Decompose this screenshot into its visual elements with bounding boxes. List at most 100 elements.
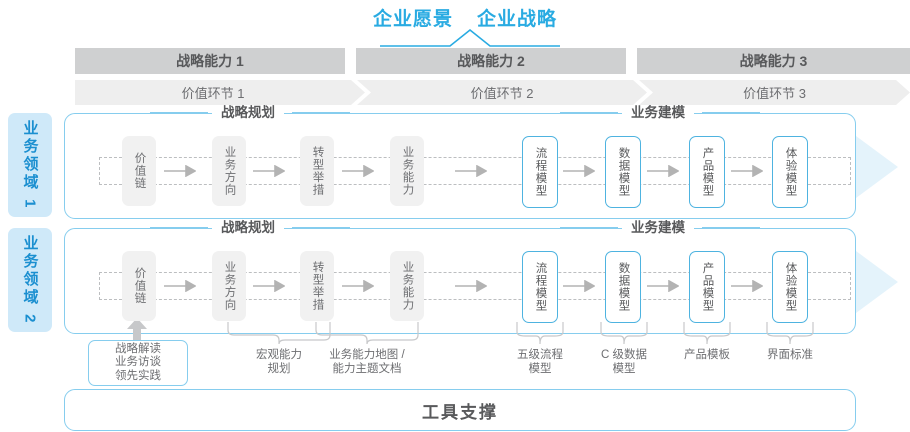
top-title-group: 企业愿景 企业战略 — [300, 4, 630, 30]
brace-icon — [766, 322, 814, 344]
up-arrow-icon — [127, 318, 147, 344]
value-chain-row: 价值环节 1 价值环节 2 价值环节 3 — [75, 80, 910, 105]
node-label: 转型举措 — [311, 146, 324, 196]
section-line-left-1 — [150, 112, 208, 114]
node-label: 转型举措 — [311, 261, 324, 311]
arrow-icon — [455, 165, 487, 177]
value-chain-label-1: 价值环节 1 — [181, 86, 245, 101]
capability-label-2: 战略能力 2 — [457, 53, 525, 69]
node-label: 流程模型 — [534, 147, 547, 197]
value-chain-label-2: 价值环节 2 — [470, 86, 534, 101]
capability-label-1: 战略能力 1 — [176, 53, 244, 69]
node-business-capability-2[interactable]: 业务能力 — [390, 251, 424, 321]
node-transformation-2[interactable]: 转型举措 — [300, 251, 334, 321]
node-value-chain-2[interactable]: 价值链 — [122, 251, 156, 321]
node-label: 价值链 — [133, 267, 146, 305]
brace-icon — [683, 322, 731, 344]
section-line-left-2 — [560, 112, 618, 114]
node-data-model-2[interactable]: 数据模型 — [605, 251, 641, 323]
node-business-capability-1[interactable]: 业务能力 — [390, 136, 424, 206]
section-line-left-4 — [560, 227, 618, 229]
node-label: 产品模型 — [701, 262, 714, 312]
label-line-1: 界面标准 — [767, 349, 813, 361]
capability-bar-row: 战略能力 1 战略能力 2 战略能力 3 — [75, 48, 910, 74]
section-line-right-3 — [292, 227, 350, 229]
footer-label: 工具支撑 — [422, 402, 498, 422]
node-business-direction-2[interactable]: 业务方向 — [212, 251, 246, 321]
node-label: 流程模型 — [534, 262, 547, 312]
brace-icon — [315, 322, 419, 344]
section-title-modeling-2: 业务建模 — [622, 220, 694, 236]
label-line-1: 业务能力地图 / — [329, 349, 405, 361]
dashed-band-1 — [99, 157, 851, 185]
capability-label-3: 战略能力 3 — [739, 53, 808, 69]
title-enterprise-vision: 企业愿景 — [372, 8, 453, 30]
section-line-right-2 — [702, 112, 760, 114]
dashed-band-2 — [99, 272, 851, 300]
node-label: 数据模型 — [617, 147, 630, 197]
node-transformation-1[interactable]: 转型举措 — [300, 136, 334, 206]
label-line-2: 规划 — [267, 363, 291, 375]
section-title-planning-2: 战略规划 — [212, 220, 284, 236]
arrow-icon — [455, 280, 487, 292]
domain-label-1: 业务领域 1 — [21, 119, 39, 211]
node-label: 体验模型 — [784, 147, 797, 197]
node-data-model-1[interactable]: 数据模型 — [605, 136, 641, 208]
node-label: 价值链 — [133, 152, 146, 190]
label-line-2: 模型 — [612, 363, 636, 375]
value-chain-bar-2[interactable]: 价值环节 2 — [357, 80, 647, 105]
tool-box-line-1: 战略解读 — [115, 342, 161, 355]
bottom-label-ui-standard: 界面标准 — [750, 348, 830, 362]
value-chain-bar-3[interactable]: 价值环节 3 — [639, 80, 910, 105]
bottom-label-capability-map: 业务能力地图 / 能力主题文档 — [307, 348, 427, 376]
capability-bar-3[interactable]: 战略能力 3 — [637, 48, 910, 74]
label-line-1: C 级数据 — [601, 349, 647, 361]
section-line-right-1 — [292, 112, 350, 114]
sidebar-item-domain-2[interactable]: 业务领域 2 — [8, 228, 52, 332]
node-experience-model-1[interactable]: 体验模型 — [772, 136, 808, 208]
node-label: 业务方向 — [223, 146, 236, 196]
node-label: 产品模型 — [701, 147, 714, 197]
capability-bar-2[interactable]: 战略能力 2 — [356, 48, 626, 74]
section-line-left-3 — [150, 227, 208, 229]
bottom-label-product-template: 产品模板 — [667, 348, 747, 362]
brace-icon — [227, 322, 331, 344]
node-product-model-1[interactable]: 产品模型 — [689, 136, 725, 208]
capability-bar-1[interactable]: 战略能力 1 — [75, 48, 345, 74]
arrow-icon — [647, 280, 679, 292]
tool-box-line-2: 业务访谈 — [115, 356, 161, 369]
value-chain-label-3: 价值环节 3 — [743, 86, 806, 101]
label-line-2: 能力主题文档 — [332, 363, 402, 375]
arrow-icon — [342, 165, 374, 177]
brace-icon — [600, 322, 648, 344]
peak-connector-icon — [380, 28, 560, 47]
node-experience-model-2[interactable]: 体验模型 — [772, 251, 808, 323]
title-enterprise-strategy: 企业战略 — [477, 8, 558, 30]
arrow-icon — [253, 280, 285, 292]
label-line-1: 五级流程 — [517, 349, 563, 361]
tool-box-line-3: 领先实践 — [115, 369, 161, 382]
bottom-label-data-model: C 级数据 模型 — [584, 348, 664, 376]
node-value-chain-1[interactable]: 价值链 — [122, 136, 156, 206]
value-chain-bar-1[interactable]: 价值环节 1 — [75, 80, 365, 105]
section-line-right-4 — [702, 227, 760, 229]
node-label: 体验模型 — [784, 262, 797, 312]
node-label: 数据模型 — [617, 262, 630, 312]
label-line-2: 模型 — [528, 363, 552, 375]
arrow-icon — [342, 280, 374, 292]
tool-input-box[interactable]: 战略解读 业务访谈 领先实践 — [88, 340, 188, 386]
arrow-icon — [164, 165, 196, 177]
sidebar-item-domain-1[interactable]: 业务领域 1 — [8, 113, 52, 217]
node-product-model-2[interactable]: 产品模型 — [689, 251, 725, 323]
arrow-icon — [563, 280, 595, 292]
node-process-model-2[interactable]: 流程模型 — [522, 251, 558, 323]
bottom-label-process-model: 五级流程 模型 — [500, 348, 580, 376]
node-business-direction-1[interactable]: 业务方向 — [212, 136, 246, 206]
arrow-icon — [731, 280, 763, 292]
domain-label-2: 业务领域 2 — [21, 234, 39, 326]
arrow-icon — [647, 165, 679, 177]
node-process-model-1[interactable]: 流程模型 — [522, 136, 558, 208]
bottom-label-macro-capability: 宏观能力 规划 — [219, 348, 339, 376]
node-label: 业务能力 — [401, 146, 414, 196]
